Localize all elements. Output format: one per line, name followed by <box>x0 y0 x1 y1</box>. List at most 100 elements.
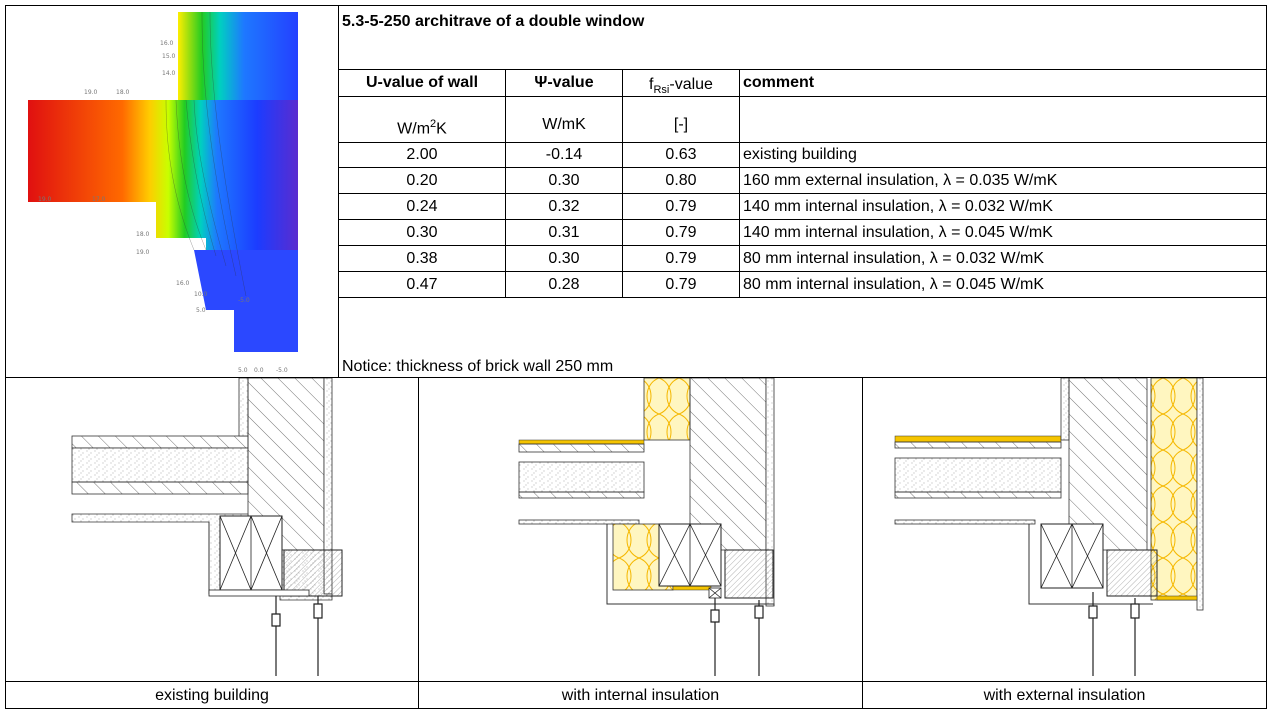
outer-border-left <box>5 5 6 709</box>
row-3-psi: 0.32 <box>548 198 580 215</box>
row-5-psi: 0.30 <box>548 250 580 267</box>
row-1-u: 2.00 <box>406 146 438 163</box>
slab-core <box>894 457 1062 493</box>
row-2-psi: 0.30 <box>548 172 580 189</box>
f-prefix: f <box>649 76 654 93</box>
thermal-label-11: 10.0 <box>194 291 208 298</box>
row-5-f: 0.79 <box>665 250 697 267</box>
thermal-label-1: 16.0 <box>160 40 174 47</box>
slab-core <box>71 447 249 483</box>
detail-drawing-internal <box>518 378 775 676</box>
row-4-comment: 140 mm internal insulation, λ = 0.045 W/… <box>743 224 1053 241</box>
insulation-wall-external <box>1150 378 1198 601</box>
unit-u-value: W/m2K <box>339 116 505 137</box>
outer-border-top <box>5 5 1267 6</box>
wall-plaster-outer <box>1196 378 1204 611</box>
thermal-label-15: 0.0 <box>254 367 264 374</box>
thermal-label-3: 14.0 <box>162 70 176 77</box>
shutter-box <box>724 549 774 599</box>
thermal-label-4: 19.0 <box>84 89 98 96</box>
wall-plaster-inner <box>1060 378 1070 441</box>
divider-top-bottom <box>5 377 1267 378</box>
table-col-3 <box>739 69 740 298</box>
unit-psi-value: W/mK <box>542 116 586 133</box>
table-line-r4 <box>338 245 1267 246</box>
row-5-u: 0.38 <box>406 250 438 267</box>
row-1-psi: -0.14 <box>545 146 583 163</box>
slab-bottom-layer <box>894 491 1062 499</box>
table-line-r3 <box>338 219 1267 220</box>
row-4-psi: 0.31 <box>548 224 580 241</box>
table-line-header-top <box>338 69 1267 70</box>
insulation-wall-top <box>643 378 691 441</box>
row-6-u: 0.47 <box>406 276 438 293</box>
shutter-box <box>1106 549 1158 597</box>
notice-text: Notice: thickness of brick wall 250 mm <box>342 358 614 375</box>
thermal-simulation-image: 16.0 15.0 14.0 19.0 18.0 19.0 17.0 18.0 … <box>28 11 298 374</box>
row-3-f: 0.79 <box>665 198 697 215</box>
wall-plaster-inner <box>238 378 249 437</box>
slab-top-layer <box>894 441 1062 449</box>
reveal-plaster <box>606 524 775 606</box>
thermal-label-10: 16.0 <box>176 280 190 287</box>
divider-drawing-1-2 <box>418 377 419 709</box>
shutter-box <box>283 549 343 597</box>
page-title: 5.3-5-250 architrave of a double window <box>342 13 645 30</box>
table-line-r1 <box>338 167 1267 168</box>
thermal-label-16: -5.0 <box>276 367 288 374</box>
row-3-comment: 140 mm internal insulation, λ = 0.032 W/… <box>743 198 1053 215</box>
table-line-units-bottom <box>338 142 1267 143</box>
insulation-strip-top <box>894 435 1062 443</box>
header-psi-value: Ψ-value <box>534 74 594 91</box>
table-line-r5 <box>338 271 1267 272</box>
slab-bottom-layer <box>71 481 249 495</box>
thermal-label-12: 5.0 <box>196 307 206 314</box>
row-5-comment: 80 mm internal insulation, λ = 0.032 W/m… <box>743 250 1045 267</box>
unit-u-sup: 2 <box>430 118 437 130</box>
row-4-f: 0.79 <box>665 224 697 241</box>
caption-external: with external insulation <box>983 687 1146 704</box>
table-line-r6 <box>338 297 1267 298</box>
unit-u-suffix: K <box>436 120 447 138</box>
detail-drawing-existing <box>71 378 343 676</box>
header-f-value: fRsi-value <box>623 77 739 98</box>
table-col-1 <box>505 69 506 298</box>
divider-drawing-2-3 <box>862 377 863 709</box>
header-comment: comment <box>743 74 815 91</box>
detail-drawing-external <box>894 378 1204 676</box>
insulation-strip-top <box>518 439 645 445</box>
thermal-label-7: 17.0 <box>92 196 106 203</box>
thermal-lower <box>194 250 298 352</box>
thermal-label-14: 5.0 <box>238 367 248 374</box>
row-6-comment: 80 mm internal insulation, λ = 0.045 W/m… <box>743 276 1045 293</box>
thermal-label-8: 18.0 <box>136 231 150 238</box>
row-3-u: 0.24 <box>406 198 438 215</box>
f-suffix: -value <box>669 76 713 93</box>
thermal-label-6: 19.0 <box>38 196 52 203</box>
table-line-header-bottom <box>338 96 1267 97</box>
insulation-strip-bottom <box>1156 595 1198 601</box>
slab-top-layer <box>71 435 249 449</box>
row-6-psi: 0.28 <box>548 276 580 293</box>
brick-wall <box>689 378 767 551</box>
row-2-f: 0.80 <box>665 172 697 189</box>
slab-core <box>518 461 645 493</box>
row-6-f: 0.79 <box>665 276 697 293</box>
caption-existing: existing building <box>155 687 269 704</box>
f-sub: Rsi <box>653 84 670 97</box>
slab-top-layer <box>518 443 645 453</box>
outer-border-bottom <box>5 708 1267 709</box>
thermal-label-13: -5.0 <box>238 297 250 304</box>
thermal-upper-wall <box>178 12 298 100</box>
slab-bottom-layer <box>518 491 645 499</box>
table-line-r2 <box>338 193 1267 194</box>
divider-caption-row <box>5 681 1267 682</box>
thermal-label-5: 18.0 <box>116 89 130 96</box>
header-u-value: U-value of wall <box>365 74 479 91</box>
row-1-comment: existing building <box>743 146 857 163</box>
unit-u-base: W/m <box>397 120 431 138</box>
table-col-2 <box>622 69 623 298</box>
caption-internal: with internal insulation <box>561 687 720 704</box>
thermal-label-9: 19.0 <box>136 249 150 256</box>
unit-f-value: [-] <box>673 116 689 133</box>
